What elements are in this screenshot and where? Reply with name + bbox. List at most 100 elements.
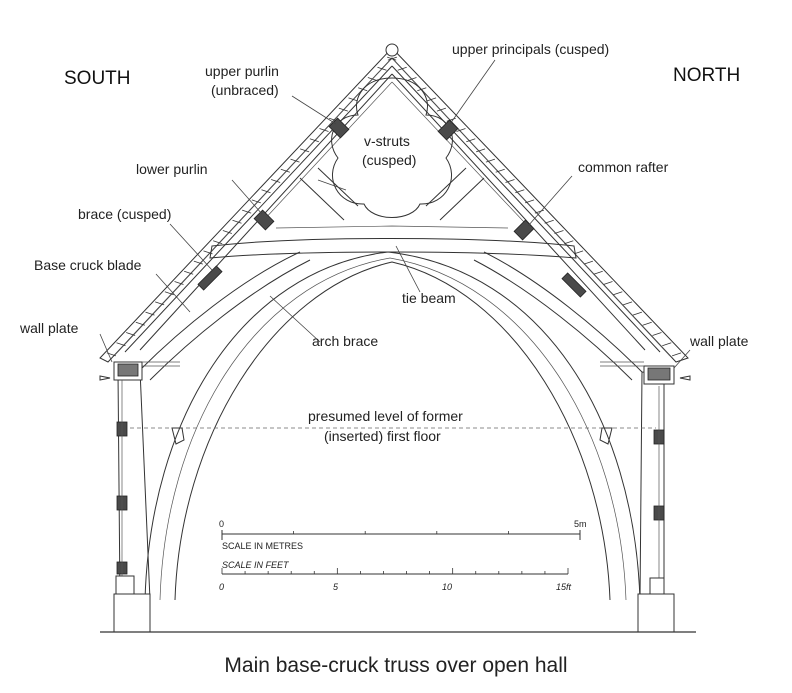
label-lower-purlin: lower purlin <box>136 161 208 177</box>
label-brace: brace (cusped) <box>78 206 171 222</box>
roof-tile <box>564 240 574 245</box>
roof-tile <box>544 219 554 224</box>
roof-tile <box>232 219 242 224</box>
label-upper-purlin-note: (unbraced) <box>211 82 279 98</box>
roof-tile <box>632 311 643 316</box>
roof-tile <box>145 311 155 316</box>
roof-tile <box>426 97 437 102</box>
footings <box>113 575 675 633</box>
wall-plates <box>99 361 691 385</box>
scale-metres-title: SCALE IN METRES <box>222 541 303 551</box>
roof-tile <box>603 281 613 285</box>
roof-tile <box>300 148 310 153</box>
scale-bar-feet: SCALE IN FEET 0 5 10 15ft <box>219 560 572 592</box>
brace-south <box>197 265 223 291</box>
roof-tile <box>280 168 290 173</box>
roof-tile <box>271 179 281 183</box>
roof-tile <box>475 148 486 153</box>
label-tie-beam: tie beam <box>402 290 456 306</box>
roof-tile <box>515 189 525 194</box>
roof-tile <box>485 158 496 163</box>
floor-corbel-north <box>599 427 613 445</box>
roof-tile <box>613 291 623 296</box>
direction-south: SOUTH <box>64 68 131 89</box>
purlin-blocks <box>197 117 587 298</box>
floor-corbel-south <box>171 427 185 445</box>
roof-tile <box>155 301 165 306</box>
roof-tile <box>338 107 348 112</box>
label-upper-purlin: upper purlin <box>205 63 279 79</box>
scale-metres-start: 0 <box>219 519 224 529</box>
roof-tile <box>642 321 652 326</box>
scale-feet-tick-10: 10 <box>442 582 452 592</box>
roof-tile <box>456 128 466 132</box>
roof-tile <box>213 240 223 245</box>
tie-beam <box>209 238 577 259</box>
roof-tile <box>554 230 564 234</box>
roof-tile <box>397 66 407 71</box>
label-common-rafter: common rafter <box>578 159 669 175</box>
roof-tile <box>377 66 387 71</box>
roof-tile <box>583 260 594 265</box>
roof-tile <box>242 209 252 214</box>
roof-tile <box>319 128 329 132</box>
roof-tile <box>652 332 662 336</box>
roof-tile <box>222 230 232 234</box>
scale-bar-metres: 0 5m SCALE IN METRES <box>219 519 587 551</box>
roof-tile <box>309 138 319 143</box>
roof <box>99 43 689 363</box>
roof-tile <box>524 199 535 204</box>
roof-tile <box>505 179 515 183</box>
scale-feet-tick-15: 15ft <box>556 582 572 592</box>
label-v-struts: v-struts <box>364 133 410 149</box>
roof-tiles-south <box>106 56 397 357</box>
roof-tile <box>348 97 358 102</box>
upper-purlin-north <box>437 119 459 141</box>
roof-tile <box>436 107 447 112</box>
scale-feet-tick-5: 5 <box>333 582 339 592</box>
roof-tile <box>193 260 203 265</box>
roof-tile <box>135 321 145 326</box>
brace-north <box>561 272 587 298</box>
principal-rafters <box>124 65 661 353</box>
roof-tile <box>593 270 603 275</box>
label-wall-plate-south: wall plate <box>19 320 79 336</box>
roof-tile <box>622 301 633 306</box>
roof-tile <box>261 189 271 194</box>
lower-purlin-south <box>253 209 275 231</box>
label-floor-level-note: (inserted) first floor <box>324 428 441 444</box>
roof-tile <box>407 77 417 81</box>
roof-tile <box>417 87 427 92</box>
label-v-struts-note: (cusped) <box>362 152 416 168</box>
roof-tile <box>290 158 300 163</box>
label-floor-level: presumed level of former <box>308 408 463 424</box>
label-base-cruck-blade: Base cruck blade <box>34 257 142 273</box>
roof-tile <box>387 56 398 61</box>
roof-tile <box>164 291 174 296</box>
roof-tile <box>495 168 505 173</box>
roof-tile <box>671 352 682 357</box>
base-cruck-blades <box>117 251 665 601</box>
v-struts <box>275 77 509 229</box>
scale-feet-tick-0: 0 <box>219 582 224 592</box>
direction-north: NORTH <box>673 65 740 86</box>
roof-tile <box>116 342 126 347</box>
label-upper-principals: upper principals (cusped) <box>452 41 609 57</box>
roof-tile <box>174 281 184 285</box>
roof-tile <box>534 209 545 214</box>
roof-tile <box>466 138 476 143</box>
scale-metres-end: 5m <box>574 519 587 529</box>
label-wall-plate-north: wall plate <box>689 333 749 349</box>
leader-lines <box>99 59 691 369</box>
roof-tiles-north <box>387 56 682 357</box>
roof-tile <box>662 342 672 347</box>
roof-tile <box>184 270 194 275</box>
label-arch-brace: arch brace <box>312 333 378 349</box>
roof-tile <box>251 199 261 204</box>
roof-tile <box>367 77 377 81</box>
caption: Main base-cruck truss over open hall <box>224 654 567 677</box>
wall-post-blocks <box>116 380 665 595</box>
ridge-roll <box>385 43 399 57</box>
roof-tile <box>126 332 136 336</box>
